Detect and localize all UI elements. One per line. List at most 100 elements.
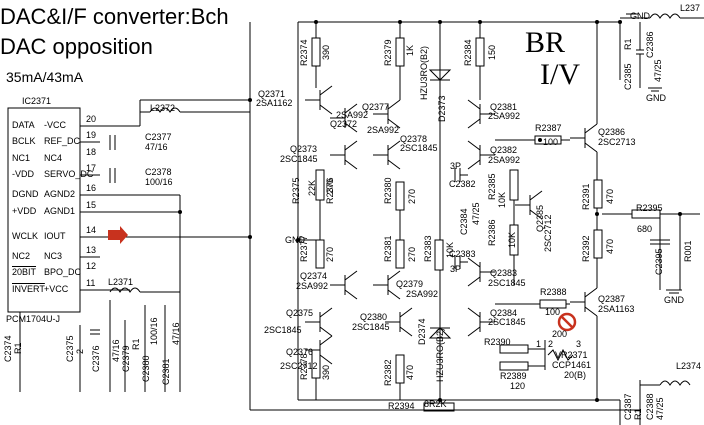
d2373-label: D2373 (437, 95, 447, 122)
ic-right-pin: SERVO_DC (44, 169, 94, 179)
ic-left-pin: BCLK (12, 136, 36, 146)
c2379-value: 47/16 (111, 339, 121, 362)
c2377-value: 47/16 (145, 142, 168, 152)
c2375-label: C2375 (65, 335, 75, 362)
c2382-value: 3P (450, 161, 462, 171)
r2375-label: R2375 (291, 177, 301, 204)
q2385-type: 2SC2712 (543, 214, 553, 252)
ic-pin-number: 17 (86, 163, 97, 173)
r2379-value: 1K (405, 44, 415, 56)
r2387-value: 100 (543, 137, 559, 147)
q2383-label: Q2383 (490, 268, 518, 278)
d2374-label: D2374 (417, 318, 427, 345)
ic-left-pin: NC2 (12, 251, 31, 261)
r2394-label: R2394 (388, 401, 415, 411)
r2394-value: 8R2K (424, 399, 447, 409)
ic-left-pin: +VDD (12, 206, 37, 216)
q2387-type: 2SA1163 (598, 304, 635, 314)
ic-right-pin: IOUT (44, 231, 66, 241)
ic-left-pin: -VDD (12, 169, 34, 179)
q2377-label: Q2377 (362, 102, 390, 112)
c2384-value: 47/25 (471, 202, 481, 225)
q2379-type: 2SA992 (406, 289, 439, 299)
q2372-label: Q2372 (330, 119, 358, 129)
c2388-label: C2388 (645, 393, 655, 420)
q2375-label: Q2375 (286, 308, 314, 318)
c2374-label: C2374 (3, 335, 13, 362)
prohibit-icon (557, 312, 577, 332)
r2388-value: 100 (545, 307, 561, 317)
r1-c-label: R1 (623, 38, 633, 50)
ic-right-pin: -VCC (44, 120, 66, 130)
l2371-label: L2371 (108, 277, 134, 287)
ic-left-pin: DGND (12, 189, 39, 199)
r2374-value: 390 (321, 44, 331, 60)
r2383-label: R2383 (423, 235, 433, 262)
q2373-label: Q2373 (290, 144, 318, 154)
r2382-value: 470 (405, 364, 415, 380)
q2380-label: Q2380 (360, 312, 388, 322)
vr2371-label: VR2371 (555, 350, 588, 360)
ic2371-body (7, 107, 81, 313)
vr-pin-1: 1 (536, 339, 542, 349)
c2378-label: C2378 (145, 167, 172, 177)
c2375-value: 2 (75, 348, 85, 354)
d2373-type: HZU3RO(B2) (419, 45, 429, 100)
q2376-type: 2SC2712 (280, 361, 318, 371)
r2391-label: R2391 (581, 183, 591, 210)
r1-a-label: R1 (13, 342, 23, 354)
r2385-label: R2385 (487, 173, 497, 200)
ic-left-pin: DATA (12, 120, 35, 130)
q2377-type: 2SA992 (367, 125, 400, 135)
r2392-value: 470 (605, 238, 615, 254)
c2381-value: 47/16 (171, 322, 181, 345)
r2390-label: R2390 (484, 337, 511, 347)
r2381-label: R2381 (383, 235, 393, 262)
q2374-label: Q2374 (300, 271, 328, 281)
gnd-mid: GND (285, 235, 305, 245)
section-sub: I/V (540, 58, 580, 91)
r2389-label: R2389 (500, 371, 527, 381)
ic-pin-number: 19 (86, 130, 97, 140)
r2380-label: R2380 (383, 177, 393, 204)
ic-left-pin: INVERT (12, 284, 45, 294)
q2379-label: Q2379 (396, 279, 424, 289)
r2381-value: 270 (407, 246, 417, 262)
r001-label: R001 (683, 240, 693, 262)
q2381-type: 2SA992 (488, 111, 521, 121)
r2387-label: R2387 (535, 123, 562, 133)
ic-right-pin: AGND2 (44, 189, 76, 199)
ic-right-pin: +VCC (44, 284, 69, 294)
r1-d-label: R1 (633, 408, 643, 420)
q2378-label: Q2378 (400, 134, 428, 144)
r2388-label: R2388 (540, 287, 567, 297)
q2375-type: 2SC1845 (264, 325, 302, 335)
q2384-label: Q2384 (490, 308, 518, 318)
c2387-label: C2387 (623, 393, 633, 420)
c2382-label: C2382 (449, 179, 476, 189)
q2386-label: Q2386 (598, 127, 626, 137)
r2395-label: R2395 (636, 203, 663, 213)
ic-right-pin: NC4 (44, 153, 63, 163)
ic-left-pin: 20BIT (12, 267, 37, 277)
q2383-type: 2SC1845 (488, 278, 526, 288)
c2388-value: 47/25 (655, 397, 665, 420)
r2386-value: 10K (507, 231, 517, 248)
c2380-value: 100/16 (149, 317, 159, 345)
r1-b-label: R1 (131, 338, 141, 350)
section-mark: BR (525, 26, 566, 59)
ic-pin-number: 18 (86, 147, 97, 157)
q2387-label: Q2387 (598, 294, 626, 304)
q2372-type: 2SA992 (336, 110, 369, 120)
q2382-type: 2SA992 (488, 155, 521, 165)
iout-arrow-icon (108, 226, 128, 244)
r2384-label: R2384 (463, 39, 473, 66)
vr-pin-2: 2 (548, 339, 554, 349)
r2386-label: R2386 (487, 219, 497, 246)
ic-pin-number: 12 (86, 261, 97, 271)
q2374-type: 2SA992 (296, 281, 329, 291)
vr-pin-3: 3 (576, 339, 582, 349)
r2380-value: 270 (407, 188, 417, 204)
q2386-type: 2SC2713 (598, 137, 636, 147)
